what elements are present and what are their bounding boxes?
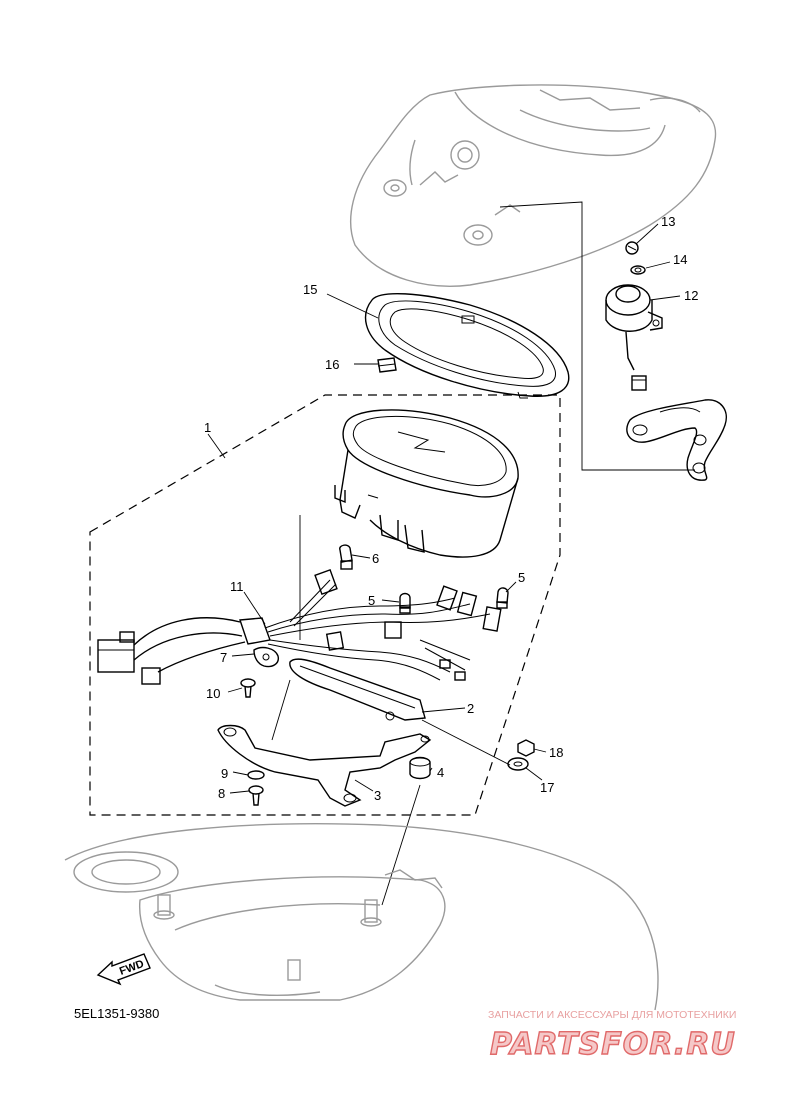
grommet-4 — [409, 756, 431, 780]
indicator-bulb-right — [496, 587, 509, 609]
speedometer-meter — [334, 409, 519, 558]
collar-17 — [507, 757, 529, 771]
callout-9: 9 — [221, 766, 228, 781]
callout-1: 1 — [204, 420, 211, 435]
callout-18: 18 — [549, 745, 563, 760]
screw-10 — [240, 678, 256, 698]
bezel-ring — [364, 293, 570, 399]
callout-4: 4 — [437, 765, 444, 780]
callout-11: 11 — [230, 579, 244, 594]
part-code: 5EL1351-9380 — [74, 1006, 159, 1021]
watermark: ЗАПЧАСТИ И АКСЕССУАРЫ ДЛЯ МОТОТЕХНИКИ PA… — [488, 1009, 736, 1063]
watermark-tagline: ЗАПЧАСТИ И АКСЕССУАРЫ ДЛЯ МОТОТЕХНИКИ — [488, 1009, 736, 1021]
indicator-bulb-left — [399, 592, 411, 614]
callout-13: 13 — [661, 214, 675, 229]
callout-17: 17 — [540, 780, 554, 795]
bezel-clip — [377, 357, 397, 373]
nut-18 — [517, 739, 535, 757]
wire-harness — [97, 568, 502, 685]
wire-clamp — [253, 646, 279, 668]
callout-5-left: 5 — [368, 593, 375, 608]
indicator-bracket — [626, 399, 727, 481]
callout-3: 3 — [374, 788, 381, 803]
callout-2: 2 — [467, 701, 474, 716]
lower-fairing — [64, 823, 659, 1011]
fairing-housing — [349, 84, 717, 287]
callout-5-right: 5 — [518, 570, 525, 585]
indicator-light-assembly — [605, 241, 663, 391]
washer-9 — [247, 770, 265, 780]
callout-14: 14 — [673, 252, 687, 267]
meter-bracket — [217, 724, 432, 807]
screw-8 — [248, 785, 264, 806]
callout-12: 12 — [684, 288, 698, 303]
callout-leaders — [207, 223, 681, 794]
callout-16: 16 — [325, 357, 339, 372]
callout-6: 6 — [372, 551, 379, 566]
forward-arrow-icon: FWD — [96, 953, 151, 986]
callout-8: 8 — [218, 786, 225, 801]
meter-bulb — [339, 544, 353, 570]
callout-15: 15 — [303, 282, 317, 297]
callout-7: 7 — [220, 650, 227, 665]
assembly-boundary — [89, 394, 561, 816]
callout-10: 10 — [206, 686, 220, 701]
watermark-brand: PARTSFOR.RU — [490, 1027, 736, 1062]
meter-plate — [289, 658, 426, 721]
